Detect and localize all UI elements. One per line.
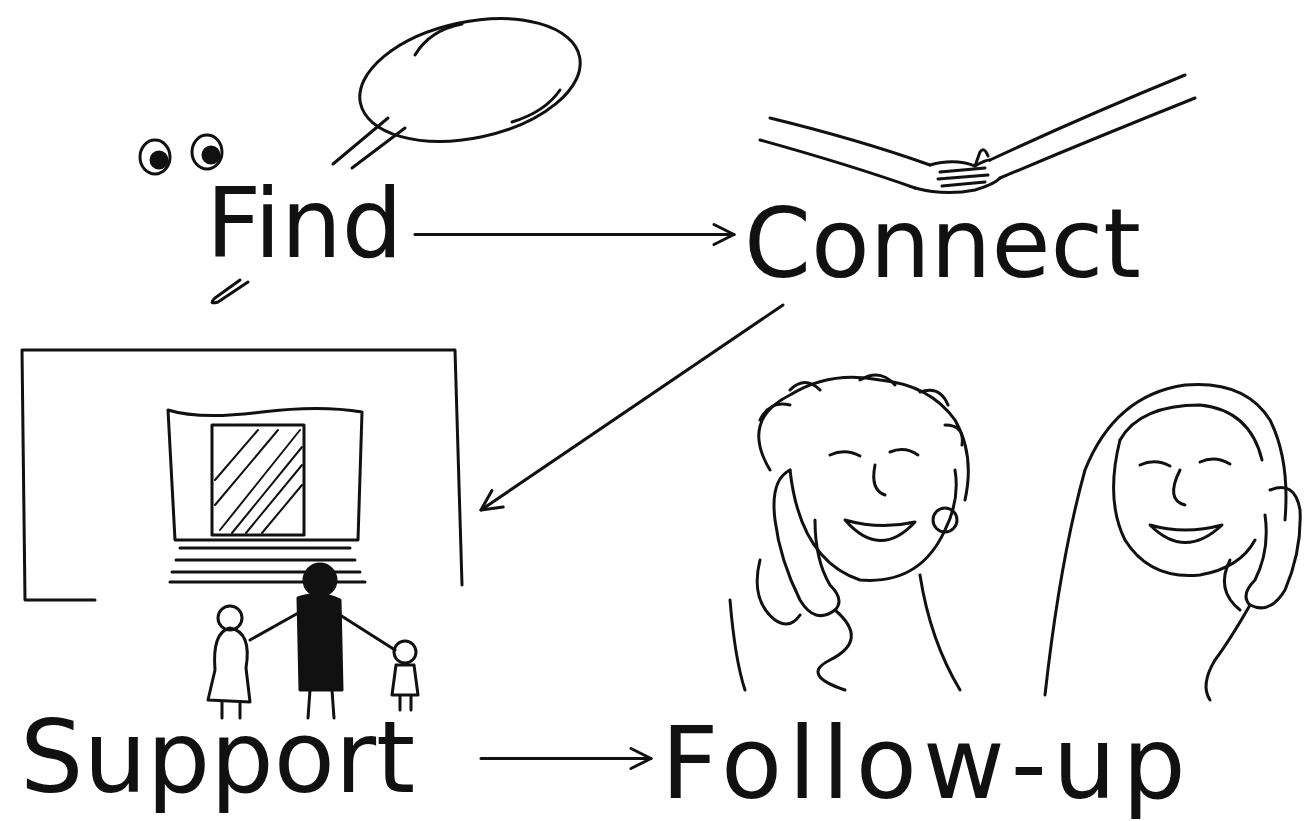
doorway (168, 409, 362, 541)
arm (760, 140, 915, 188)
held-hands (250, 612, 395, 650)
phone (774, 470, 839, 616)
step-node: Support (15, 345, 475, 812)
frame (22, 350, 462, 600)
person-child (392, 665, 418, 710)
nose (1174, 470, 1185, 505)
eye (192, 135, 222, 169)
lens-glint (512, 90, 560, 122)
flow-arrow (415, 233, 734, 236)
door-opening (212, 425, 304, 535)
step-label: Connect (744, 194, 1141, 295)
phone-cord (818, 610, 851, 690)
lens-glint (415, 24, 462, 55)
thumb (975, 150, 988, 166)
step-node: Find (200, 168, 409, 281)
step-node: Follow-up (655, 705, 1198, 821)
person-girl (208, 628, 250, 702)
person-head (218, 606, 242, 630)
woman-on-phone (730, 375, 968, 690)
flow-arrow (481, 757, 651, 760)
eyes (830, 450, 918, 456)
eyes (1140, 459, 1230, 466)
hair (1045, 384, 1286, 695)
arm (990, 75, 1185, 160)
magnifier-lens (348, 0, 591, 160)
arm (1000, 98, 1195, 178)
nose (874, 465, 885, 495)
smile (845, 520, 915, 541)
step-label: Follow-up (661, 711, 1192, 816)
step-node: Connect (738, 188, 1147, 301)
face (1114, 440, 1255, 576)
woman-on-phone (1045, 384, 1300, 700)
smile (1150, 525, 1222, 543)
person-adult (298, 594, 342, 690)
phone-cord (1206, 605, 1250, 700)
step-label: Find (206, 174, 403, 275)
hair-curls (760, 375, 962, 445)
magnifier-handle (333, 118, 388, 164)
magnifier-handle-end (212, 280, 248, 303)
handshake-icon (760, 75, 1195, 193)
magnifier-handle (352, 128, 405, 168)
building-scene (22, 350, 462, 718)
door-hatching (215, 430, 302, 533)
pupil (151, 152, 167, 168)
arm (770, 118, 930, 165)
step-label: Support (20, 705, 415, 810)
eye (140, 140, 170, 174)
hand (757, 560, 800, 624)
pupil (203, 147, 219, 163)
body (730, 575, 960, 690)
phone (1246, 488, 1300, 608)
flow-arrow (481, 305, 783, 510)
earring (933, 508, 957, 532)
hairline (1120, 405, 1262, 460)
hand (930, 160, 990, 166)
hand (1224, 560, 1240, 610)
fingers (938, 168, 988, 186)
person-head (304, 564, 336, 596)
eyes-icon (140, 135, 222, 174)
person-head (394, 641, 416, 663)
